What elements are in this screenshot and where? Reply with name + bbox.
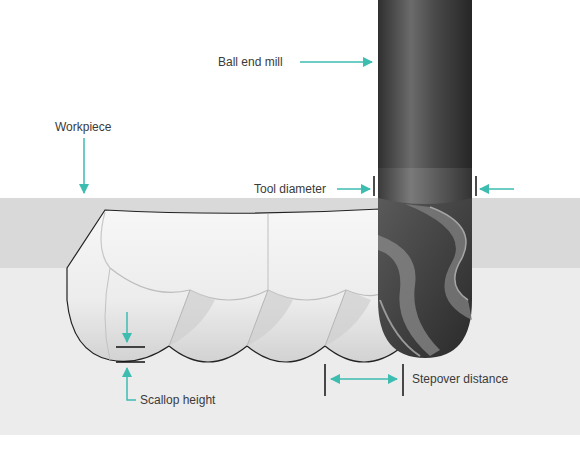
dimension-tick [116, 361, 145, 363]
scallop-ridge [325, 290, 346, 346]
tool-flute-edge [430, 207, 468, 300]
scallop-ridge [105, 268, 110, 360]
dimension-tick [324, 364, 326, 396]
back-wall-ridge [267, 214, 268, 290]
dimension-arrow [126, 312, 128, 342]
dimension-label: Stepover distance [412, 371, 542, 387]
dimension-tick [475, 176, 477, 196]
tool-flute-edge [380, 300, 420, 356]
dimension-tick [116, 346, 145, 348]
workpiece-label: Workpiece [55, 119, 145, 135]
tool-flute-highlight [405, 204, 472, 320]
dimension-label: Scallop height [140, 392, 250, 408]
dimension-tick [402, 364, 404, 396]
dimension-arrow [337, 188, 370, 190]
scallop-ridge-shade [169, 290, 215, 346]
dimension-arrow [127, 368, 136, 400]
dimension-tick [373, 176, 375, 196]
scallop-ridge-shade [325, 290, 371, 346]
leader-arrow [300, 61, 372, 63]
scallop-ridge-shade [247, 290, 293, 346]
tool-flute-highlight [378, 235, 440, 356]
leader-arrow [83, 138, 85, 193]
tool-flute-body [378, 198, 472, 358]
dimension-arrow [331, 378, 397, 380]
back-wall-edge [101, 212, 110, 268]
tool-shank [378, 0, 472, 168]
tool-label: Ball end mill [218, 54, 308, 70]
scallop-ridge [247, 290, 268, 346]
dimension-arrow [480, 188, 514, 190]
tool-collar [378, 168, 472, 206]
scallop-ridge [169, 290, 190, 346]
dimension-label: Tool diameter [254, 181, 344, 197]
